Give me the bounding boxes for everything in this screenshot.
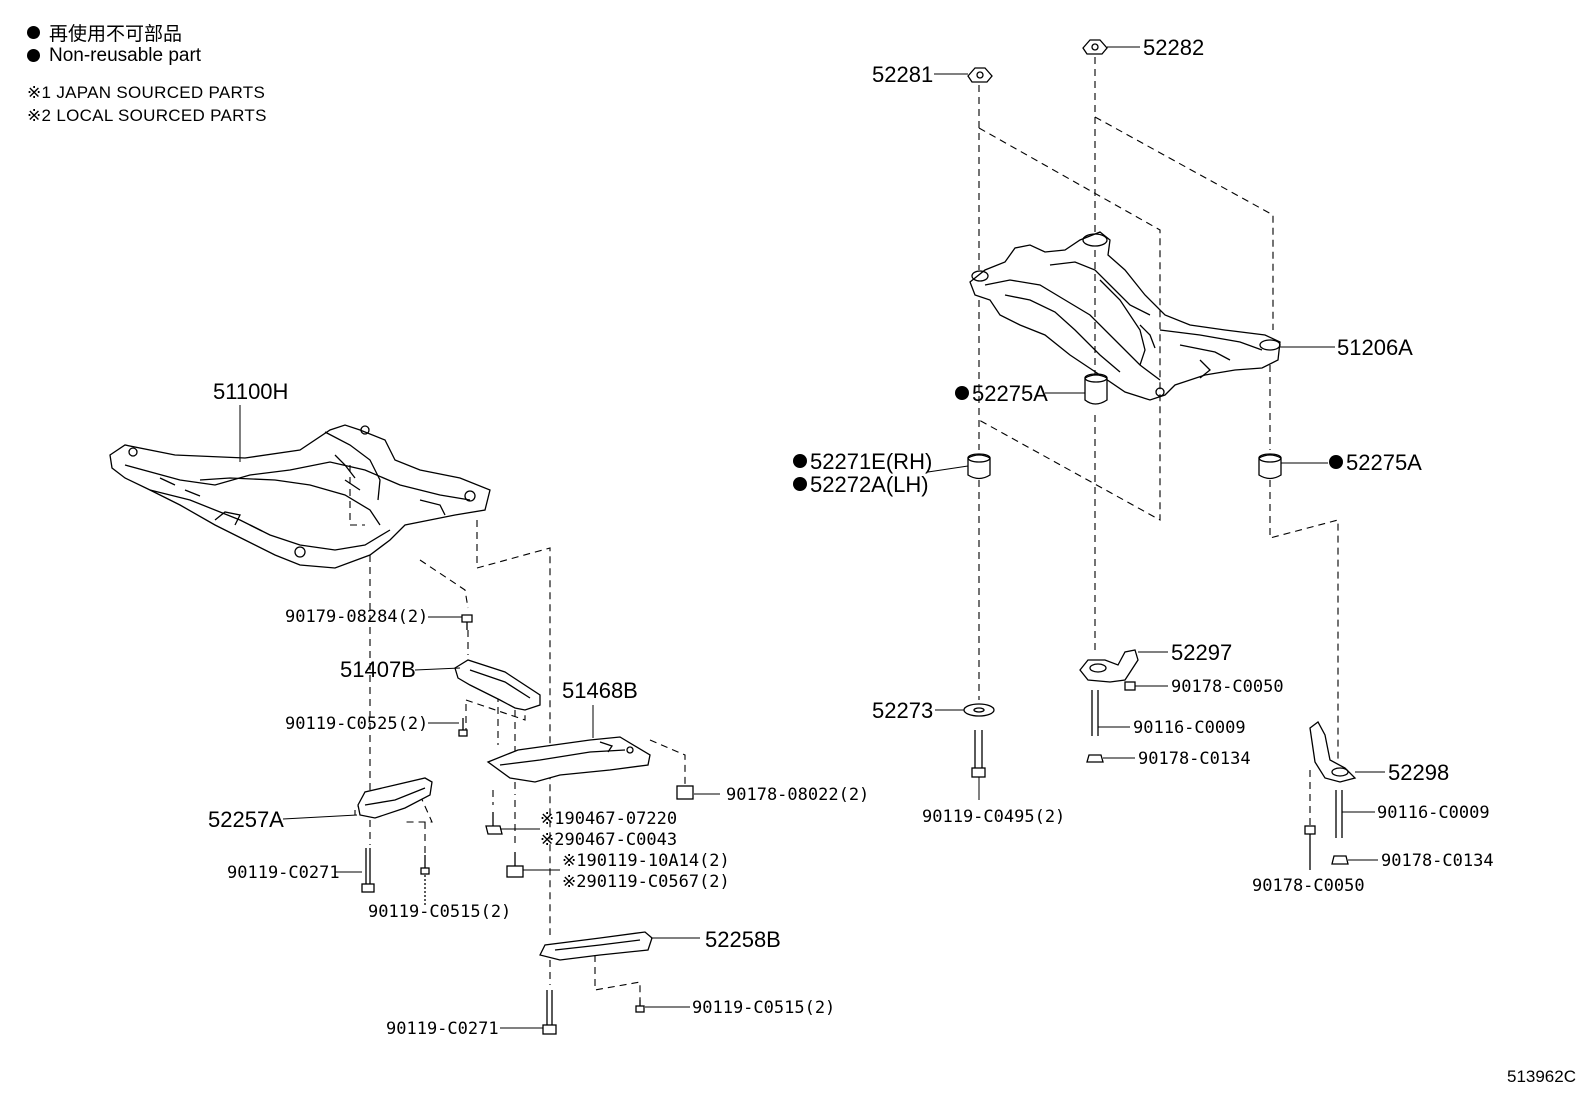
- front-crossmember-drawing: [109, 424, 491, 569]
- nut-90178-c0134-b-icon: [1331, 855, 1349, 865]
- bracket-52258b-drawing: [539, 931, 653, 961]
- label-90178-c0134-b: 90178-C0134: [1381, 851, 1494, 871]
- bolt-90119-c0271-b-icon: [542, 990, 557, 1035]
- label-90178-c0134-a: 90178-C0134: [1138, 749, 1251, 769]
- diagram-code: 513962C: [1506, 1067, 1576, 1086]
- non-reusable-dot-icon: [955, 386, 969, 400]
- label-52272a: 52272A(LH): [810, 472, 929, 497]
- label-90119-10a14: ※190119-10A14(2): [562, 851, 730, 871]
- label-90119-c0525: 90119-C0525(2): [285, 714, 428, 734]
- legend-non-reusable-jp: 再使用不可部品: [27, 21, 267, 45]
- non-reusable-dot-icon: [27, 49, 40, 62]
- bolt-90116-c0009-b-icon: [1335, 790, 1343, 838]
- legend-note-2-text: ※2 LOCAL SOURCED PARTS: [27, 105, 267, 125]
- bushing-52271e-icon: [967, 453, 991, 480]
- bushing-52275a-left-icon: [1084, 373, 1108, 405]
- bolt-90119-c0515-b-icon: [635, 1000, 645, 1013]
- label-90467-07220: ※190467-07220: [540, 809, 677, 829]
- legend-note-1: ※1 JAPAN SOURCED PARTS: [27, 81, 267, 104]
- stopper-52282-icon: [1082, 39, 1108, 55]
- cover-51407b-drawing: [454, 659, 541, 711]
- label-52281: 52281: [872, 62, 933, 87]
- bolt-90116-c0009-a-icon: [1091, 690, 1099, 736]
- stopper-52298-icon: [1309, 721, 1357, 783]
- label-90119-c0271-b: 90119-C0271: [386, 1019, 499, 1039]
- washer-90467-icon: [485, 812, 503, 835]
- nut-90178-08022-icon: [676, 785, 694, 800]
- label-52257a: 52257A: [208, 807, 284, 832]
- nut-90178-c0134-a-icon: [1086, 754, 1104, 763]
- label-52258b: 52258B: [705, 927, 781, 952]
- bolt-90119-c0525-icon: [458, 718, 468, 737]
- legend-note-1-text: ※1 JAPAN SOURCED PARTS: [27, 82, 266, 102]
- bolt-90179-icon: [461, 614, 473, 630]
- label-52298: 52298: [1388, 760, 1449, 785]
- label-90178-c0050-a: 90178-C0050: [1171, 677, 1284, 697]
- label-90467-c0043: ※290467-C0043: [540, 830, 677, 850]
- label-90119-c0495: 90119-C0495(2): [922, 807, 1065, 827]
- non-reusable-dot-icon: [27, 26, 40, 39]
- label-90179-08284: 90179-08284(2): [285, 607, 428, 627]
- label-90119-c0515-a: 90119-C0515(2): [368, 902, 511, 922]
- washer-52273-icon: [963, 703, 995, 717]
- legend-en-text: Non-reusable part: [49, 44, 202, 66]
- label-52273: 52273: [872, 698, 933, 723]
- nut-90178-c0050-b-icon: [1304, 825, 1316, 870]
- legend-non-reusable-en: Non-reusable part: [27, 44, 267, 67]
- legend-jp-text: 再使用不可部品: [49, 24, 183, 45]
- bracket-52257a-drawing: [357, 777, 433, 819]
- label-90178-08022: 90178-08022(2): [726, 785, 869, 805]
- cover-51468b-drawing: [486, 736, 651, 783]
- label-90119-c0567: ※290119-C0567(2): [562, 872, 730, 892]
- bolt-90119-c0495-icon: [971, 730, 986, 778]
- bolt-90119-c0515-a-icon: [420, 855, 430, 905]
- non-reusable-dot-icon: [1329, 455, 1343, 469]
- label-90119-c0271-a: 90119-C0271: [227, 863, 340, 883]
- non-reusable-dot-icon: [793, 454, 807, 468]
- label-90116-c0009-b: 90116-C0009: [1377, 803, 1490, 823]
- label-51407b: 51407B: [340, 657, 416, 682]
- label-51100h: 51100H: [213, 379, 288, 404]
- label-52271e: 52271E(RH): [810, 449, 932, 474]
- nut-90178-c0050-a-icon: [1124, 681, 1136, 691]
- stopper-52297-icon: [1079, 649, 1139, 683]
- non-reusable-markers: [793, 386, 1343, 491]
- label-51206a: 51206A: [1337, 335, 1413, 360]
- label-51468b: 51468B: [562, 678, 638, 703]
- legend: 再使用不可部品 Non-reusable part ※1 JAPAN SOURC…: [27, 21, 267, 127]
- label-52275a-right: 52275A: [1346, 450, 1422, 475]
- label-90178-c0050-b: 90178-C0050: [1252, 876, 1365, 896]
- label-52275a-left: 52275A: [972, 381, 1048, 406]
- bushing-52275a-right-icon: [1258, 453, 1282, 480]
- bolt-90119-10a14-icon: [506, 852, 524, 878]
- label-52297: 52297: [1171, 640, 1232, 665]
- stopper-52281-icon: [967, 67, 993, 83]
- label-90119-c0515-b: 90119-C0515(2): [692, 998, 835, 1018]
- label-52282: 52282: [1143, 35, 1204, 60]
- rear-crossmember-drawing: [969, 231, 1281, 401]
- legend-note-2: ※2 LOCAL SOURCED PARTS: [27, 104, 267, 127]
- bolt-90119-c0271-a-icon: [361, 848, 375, 893]
- label-90116-c0009-a: 90116-C0009: [1133, 718, 1246, 738]
- non-reusable-dot-icon: [793, 477, 807, 491]
